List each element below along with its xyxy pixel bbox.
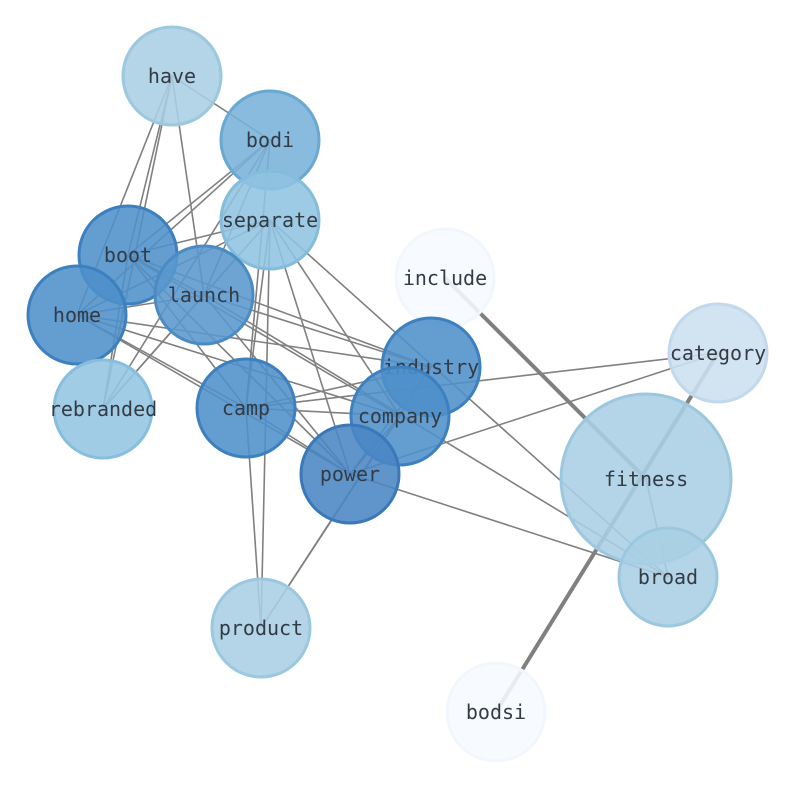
edge-camp-category — [245, 352, 719, 409]
node-label-broad: broad — [638, 565, 698, 589]
node-category[interactable]: category — [667, 302, 769, 404]
node-camp[interactable]: camp — [195, 357, 297, 459]
node-label-power: power — [320, 462, 380, 486]
node-circle-camp — [195, 357, 297, 459]
node-label-bodi: bodi — [246, 128, 294, 152]
node-launch[interactable]: launch — [153, 244, 255, 346]
node-bodi[interactable]: bodi — [219, 89, 321, 191]
node-label-rebranded: rebranded — [49, 397, 157, 421]
node-circle-bodsi — [445, 661, 547, 763]
node-home[interactable]: home — [26, 264, 128, 366]
node-circle-broad — [617, 526, 719, 628]
node-circle-category — [667, 302, 769, 404]
node-product[interactable]: product — [210, 577, 312, 679]
node-circle-product — [210, 577, 312, 679]
node-label-category: category — [670, 341, 766, 365]
node-label-company: company — [358, 404, 442, 428]
node-label-home: home — [53, 303, 101, 327]
edge-power-broad — [349, 473, 669, 578]
node-fitness[interactable]: fitness — [559, 392, 733, 566]
node-label-bodsi: bodsi — [466, 700, 526, 724]
node-circle-separate — [219, 169, 321, 271]
node-label-have: have — [148, 64, 196, 88]
node-circle-home — [26, 264, 128, 366]
node-power[interactable]: power — [299, 423, 401, 525]
node-have[interactable]: have — [121, 25, 223, 127]
node-bodsi[interactable]: bodsi — [445, 661, 547, 763]
node-circle-power — [299, 423, 401, 525]
node-label-fitness: fitness — [604, 467, 688, 491]
edge-home-industry — [76, 314, 432, 368]
node-label-boot: boot — [104, 243, 152, 267]
node-label-separate: separate — [222, 208, 318, 232]
node-label-include: include — [403, 266, 487, 290]
node-rebranded[interactable]: rebranded — [49, 358, 157, 460]
node-broad[interactable]: broad — [617, 526, 719, 628]
node-label-product: product — [219, 616, 303, 640]
node-include[interactable]: include — [394, 227, 496, 329]
node-label-launch: launch — [168, 283, 240, 307]
node-circle-rebranded — [52, 358, 154, 460]
node-label-camp: camp — [222, 396, 270, 420]
node-separate[interactable]: separate — [219, 169, 321, 271]
node-circle-have — [121, 25, 223, 127]
node-circle-launch — [153, 244, 255, 346]
nodes-layer: have bodi separate boot launch home rebranded i… — [26, 25, 769, 763]
